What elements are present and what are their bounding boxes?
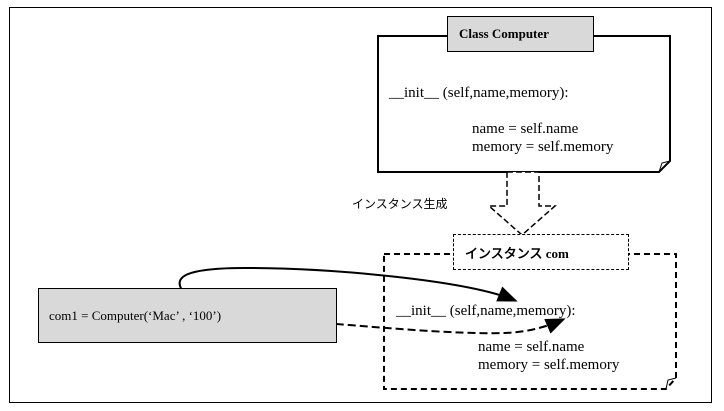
diagram-frame bbox=[9, 7, 712, 403]
instance-name-assignment: name = self.name bbox=[478, 339, 585, 355]
class-name-assignment: name = self.name bbox=[472, 121, 579, 137]
name-argument-arrow bbox=[178, 266, 518, 306]
class-title-label: Class Computer bbox=[447, 16, 594, 52]
class-init-signature: __init__ (self,name,memory): bbox=[389, 85, 569, 101]
constructor-call-box: com1 = Computer(‘Mac’ , ‘100’) bbox=[38, 288, 337, 343]
instantiation-label: インスタンス生成 bbox=[352, 197, 448, 211]
class-box-fold bbox=[658, 160, 671, 173]
instance-title-label: インスタンス com bbox=[453, 234, 629, 270]
class-title-text: Class Computer bbox=[459, 26, 549, 41]
instantiation-arrow bbox=[487, 171, 557, 236]
constructor-call-code: com1 = Computer(‘Mac’ , ‘100’) bbox=[49, 307, 222, 323]
class-memory-assignment: memory = self.memory bbox=[472, 139, 614, 155]
instance-memory-assignment: memory = self.memory bbox=[478, 357, 620, 373]
instance-box-fold bbox=[665, 377, 677, 390]
class-box bbox=[377, 35, 671, 173]
instance-title-text: インスタンス com bbox=[465, 245, 569, 261]
instance-init-signature: __init__ (self,name,memory): bbox=[396, 303, 576, 319]
